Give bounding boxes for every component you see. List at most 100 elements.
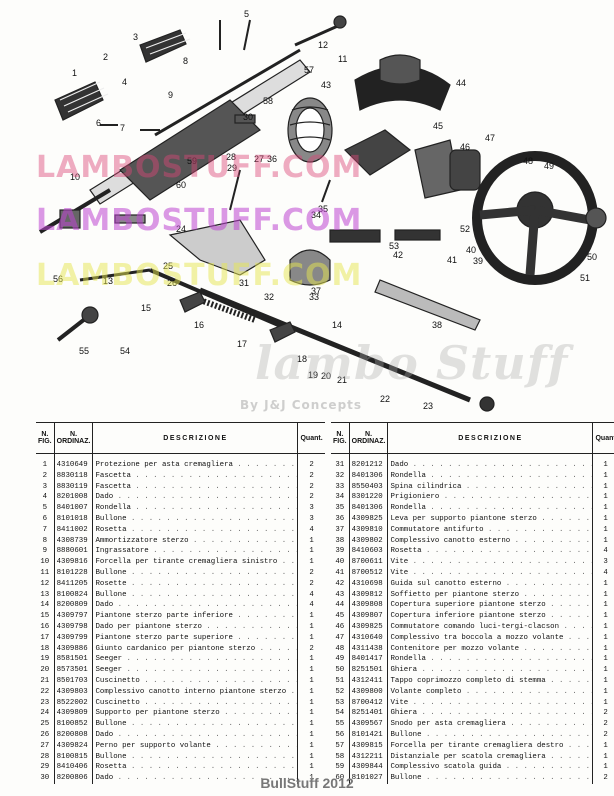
part-description: Protezione per asta cremagliera — [93, 454, 298, 471]
fig-number: 51 — [331, 675, 350, 687]
fig-number: 16 — [36, 621, 55, 633]
table-row: 608101027Bullone2 — [331, 773, 614, 784]
table-row: 348301220Prigioniero1 — [331, 492, 614, 504]
table-row: 258100852Bullone1 — [36, 719, 325, 730]
part-description: Piantone sterzo parte inferiore — [93, 611, 298, 622]
part-callout: 34 — [311, 210, 321, 220]
part-description: Supporto per piantone sterzo — [93, 708, 298, 719]
rack-boot-right — [139, 29, 191, 63]
part-callout: 21 — [337, 375, 347, 385]
part-callout: 31 — [239, 278, 249, 288]
part-description: Vite — [388, 698, 593, 709]
table-row: 308200806Dado1 — [36, 773, 325, 784]
table-row: 318201212Dado1 — [331, 453, 614, 471]
part-description: Dado — [388, 454, 593, 471]
part-quantity: 1 — [592, 470, 614, 482]
part-callout: 24 — [176, 224, 186, 234]
fig-number: 24 — [36, 708, 55, 720]
quantity-header: Quant. — [297, 422, 325, 454]
order-number: 8411205 — [54, 578, 94, 590]
table-row: 48201008Dado2 — [36, 492, 325, 504]
fig-number: 10 — [36, 557, 55, 568]
order-number: 4309812 — [349, 589, 389, 601]
order-number-header: N. ORDINAZ. — [54, 422, 94, 454]
order-number: 4309825 — [349, 621, 389, 633]
order-number: 8251501 — [349, 665, 389, 676]
part-description: Forcella per tirante cremagliera destro — [388, 741, 593, 752]
fig-number: 38 — [331, 535, 350, 547]
order-number: 4308739 — [54, 535, 94, 547]
fig-number: 34 — [331, 492, 350, 504]
table-row: 268200808Dado1 — [36, 729, 325, 741]
part-quantity: 1 — [592, 654, 614, 666]
part-quantity: 2 — [297, 470, 325, 482]
part-description: Bullone — [388, 773, 593, 784]
part-callout: 3 — [133, 32, 138, 42]
order-number: 8200808 — [54, 729, 94, 741]
order-number: 4309808 — [349, 600, 389, 612]
fig-number: 2 — [36, 470, 55, 482]
fig-number: 11 — [36, 567, 55, 579]
part-description: Dado — [93, 600, 298, 611]
fig-number: 54 — [331, 708, 350, 720]
part-callout: 30 — [243, 112, 253, 122]
part-quantity: 1 — [297, 751, 325, 763]
table-row: 328401306Rondella1 — [331, 470, 614, 482]
table-row: 28830118Fascetta2 — [36, 470, 325, 482]
fig-number: 33 — [331, 481, 350, 493]
order-number: 8201212 — [349, 453, 389, 471]
part-quantity: 1 — [297, 719, 325, 730]
part-description: Rondella — [93, 503, 298, 514]
part-description: Bullone — [388, 730, 593, 741]
part-quantity: 4 — [297, 589, 325, 601]
fig-number: 7 — [36, 524, 55, 536]
part-callout: 60 — [176, 180, 186, 190]
fig-number: 50 — [331, 665, 350, 676]
part-description: Bullone — [93, 514, 298, 525]
order-number: 4309803 — [54, 686, 94, 698]
order-number: 4311438 — [349, 643, 389, 655]
part-quantity: 4 — [592, 567, 614, 579]
part-description: Forcella per tirante cremagliera sinistr… — [93, 557, 298, 568]
footer-credit: BullStuff 2012 — [260, 775, 354, 791]
table-row: 548251401Ghiera2 — [331, 708, 614, 720]
fig-number: 35 — [331, 503, 350, 514]
fig-number: 44 — [331, 600, 350, 612]
part-quantity: 1 — [592, 621, 614, 633]
part-callout: 25 — [163, 261, 173, 271]
part-callout: 38 — [432, 320, 442, 330]
fig-number: 15 — [36, 611, 55, 622]
part-callout: 18 — [297, 354, 307, 364]
fig-number: 60 — [331, 773, 350, 784]
part-callout: 12 — [318, 40, 328, 50]
part-description: Complessivo canotto interno piantone ste… — [93, 687, 298, 698]
part-description: Piantone sterzo parte superiore — [93, 633, 298, 644]
order-number: 8830119 — [54, 481, 94, 493]
order-number: 4312411 — [349, 675, 389, 687]
fig-number: 20 — [36, 665, 55, 676]
part-callout: 53 — [389, 241, 399, 251]
fig-number: 30 — [36, 773, 55, 784]
fig-number: 27 — [36, 740, 55, 752]
order-number: 4309567 — [349, 719, 389, 730]
part-description: Prigioniero — [388, 492, 593, 503]
part-quantity: 1 — [297, 708, 325, 720]
order-number: 4309799 — [54, 632, 94, 644]
part-quantity: 1 — [592, 535, 614, 547]
part-description: Volante completo — [388, 687, 593, 698]
fig-number: 37 — [331, 524, 350, 536]
part-callout: 28 — [226, 152, 236, 162]
order-number: 8550403 — [349, 481, 389, 493]
order-number: 4309824 — [54, 740, 94, 752]
table-row: 218501703Cuscinetto1 — [36, 675, 325, 687]
order-number: 8573501 — [54, 665, 94, 676]
part-quantity: 4 — [297, 524, 325, 536]
order-number: 4309800 — [349, 686, 389, 698]
